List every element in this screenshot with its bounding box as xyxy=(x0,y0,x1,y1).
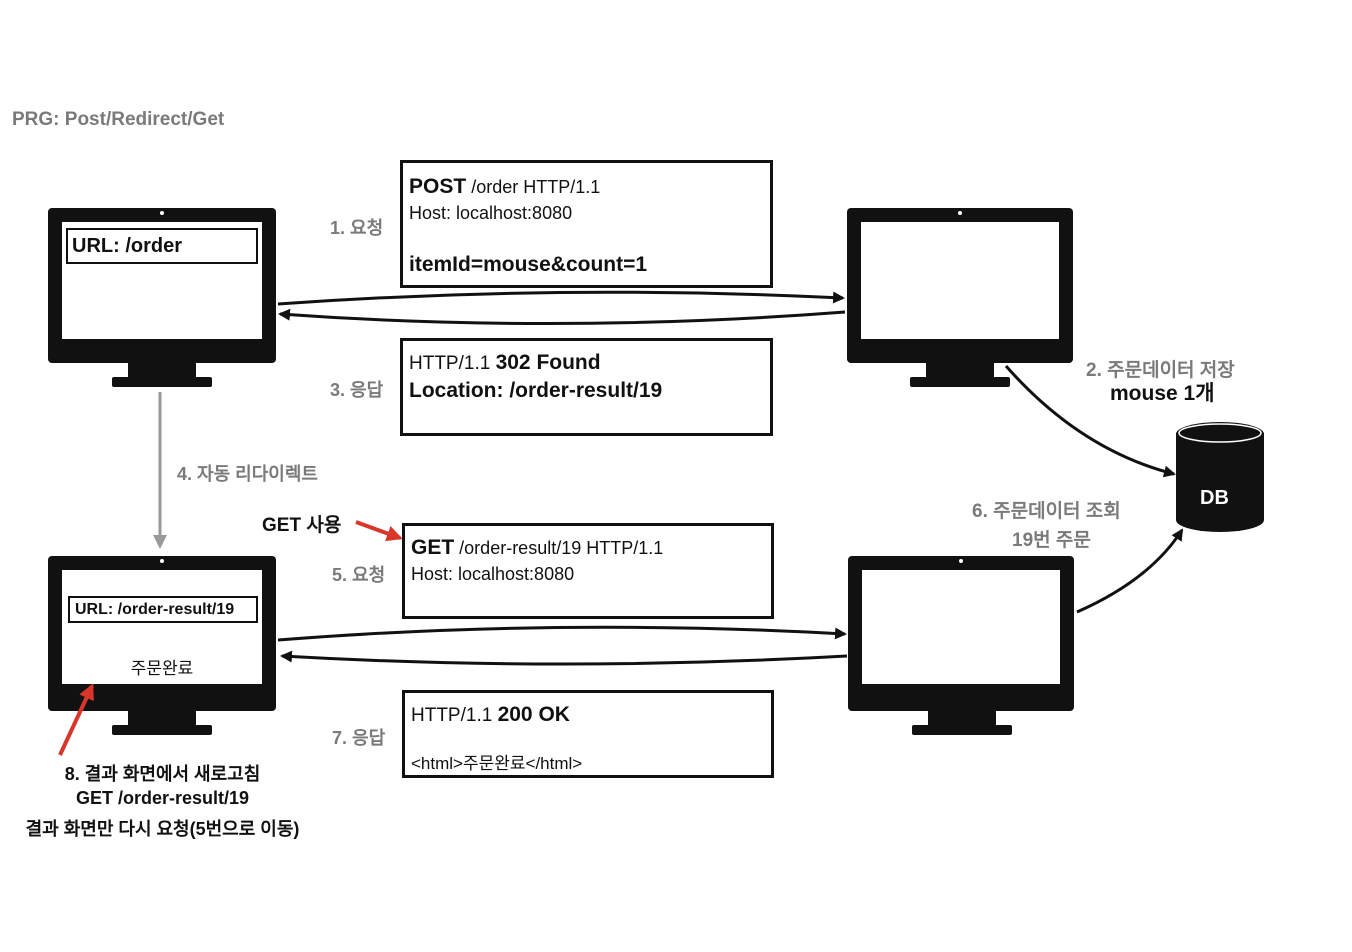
get-path: /order-result/19 HTTP/1.1 xyxy=(454,538,664,558)
url-bar-top: URL: /order xyxy=(66,228,258,264)
get-usage-note: GET 사용 xyxy=(262,515,342,536)
post-host-header: Host: localhost:8080 xyxy=(409,203,573,223)
get-method: GET xyxy=(411,536,455,559)
response-200-status-line: HTTP/1.1 200 OK xyxy=(411,703,570,727)
arrow-response-3 xyxy=(278,308,846,326)
step-8-request: GET /order-result/19 xyxy=(75,788,250,808)
message-302-response: HTTP/1.1 302 Found Location: /order-resu… xyxy=(400,338,773,436)
message-200-response: HTTP/1.1 200 OK <html>주문완료</html> xyxy=(402,690,774,778)
arrow-refresh-note xyxy=(58,683,94,756)
server-screen-bottom xyxy=(862,570,1060,684)
get-request-line: GET /order-result/19 HTTP/1.1 xyxy=(411,536,663,560)
db-label: DB xyxy=(1200,487,1229,509)
response-200-version: HTTP/1.1 xyxy=(411,705,498,726)
response-302-location: Location: /order-result/19 xyxy=(409,379,663,402)
response-302-status-line: HTTP/1.1 302 Found xyxy=(409,351,601,375)
post-body: itemId=mouse&count=1 xyxy=(409,253,648,276)
arrow-response-7 xyxy=(280,650,848,666)
get-host-header: Host: localhost:8080 xyxy=(411,564,575,584)
arrow-request-1 xyxy=(277,290,845,306)
step-1-label: 1. 요청 xyxy=(330,218,384,238)
post-path: /order HTTP/1.1 xyxy=(466,177,601,197)
response-302-version: HTTP/1.1 xyxy=(409,353,496,374)
message-get-request: GET /order-result/19 HTTP/1.1 Host: loca… xyxy=(402,523,774,619)
step-2-label: 2. 주문데이터 저장 xyxy=(1086,360,1235,381)
server-screen-top xyxy=(861,222,1059,339)
step-4-label: 4. 자동 리다이렉트 xyxy=(177,464,318,484)
response-200-status: 200 OK xyxy=(497,703,570,726)
client-screen-top: URL: /order xyxy=(62,222,262,339)
response-200-body: <html>주문완료</html> xyxy=(411,754,583,773)
url-bar-bottom: URL: /order-result/19 xyxy=(68,596,258,623)
db-cylinder xyxy=(1176,422,1264,532)
arrow-get-note xyxy=(355,520,403,542)
step-5-label: 5. 요청 xyxy=(332,565,386,585)
step-6-label: 6. 주문데이터 조회 xyxy=(972,501,1121,522)
post-method: POST xyxy=(409,175,467,198)
arrow-db-save xyxy=(1004,365,1176,478)
step-3-label: 3. 응답 xyxy=(330,380,384,400)
arrow-request-5 xyxy=(277,625,847,642)
arrow-db-query xyxy=(1076,528,1184,614)
step-6-detail: 19번 주문 xyxy=(1012,530,1091,551)
step-8-detail: 결과 화면만 다시 요청(5번으로 이동) xyxy=(25,819,300,839)
result-page-content: 주문완료 xyxy=(130,659,194,678)
response-302-status: 302 Found xyxy=(495,351,601,374)
step-2-detail: mouse 1개 xyxy=(1110,382,1215,405)
step-8-label: 8. 결과 화면에서 새로고침 xyxy=(64,764,261,784)
step-7-label: 7. 응답 xyxy=(332,728,386,748)
message-post-request: POST /order HTTP/1.1 Host: localhost:808… xyxy=(400,160,773,288)
post-request-line: POST /order HTTP/1.1 xyxy=(409,175,600,199)
client-screen-bottom: URL: /order-result/19 주문완료 xyxy=(62,570,262,684)
page-title: PRG: Post/Redirect/Get xyxy=(12,109,225,130)
